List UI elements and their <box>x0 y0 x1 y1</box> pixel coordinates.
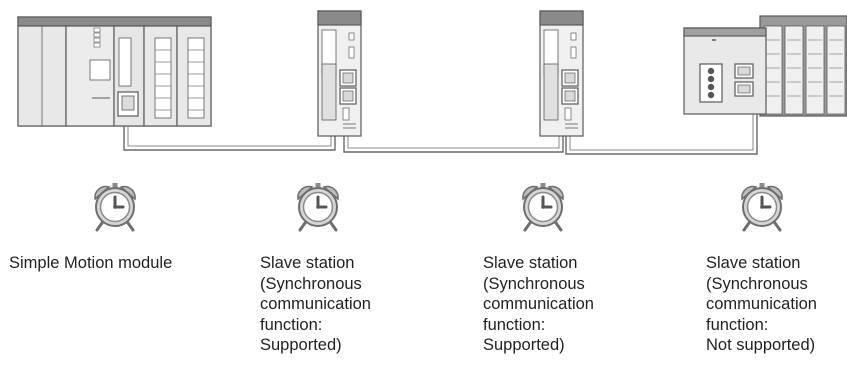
caption-line: Supported) <box>260 336 342 354</box>
caption-slave-station-2: Slave station (Synchronous communication… <box>483 253 594 356</box>
caption-line: Slave station <box>483 254 578 272</box>
alarm-clock-icon <box>521 181 565 232</box>
caption-line: Simple Motion module <box>9 254 173 272</box>
caption-line: Not supported) <box>706 336 816 354</box>
remote-io-module-icon <box>683 15 847 117</box>
caption-line: (Synchronous <box>260 274 362 293</box>
alarm-clock-icon <box>740 181 784 232</box>
caption-line: Supported) <box>483 336 565 354</box>
caption-line: communication <box>260 295 371 313</box>
caption-line: Slave station <box>706 254 801 272</box>
alarm-clock-icon <box>93 181 137 232</box>
servo-amplifier-icon <box>539 10 584 137</box>
caption-line: (Synchronous <box>483 274 585 293</box>
caption-line: Slave station <box>260 254 355 272</box>
plc-rack-icon <box>17 16 212 127</box>
caption-line: communication <box>483 295 594 313</box>
caption-line: function: <box>483 315 546 334</box>
caption-slave-station-1: Slave station (Synchronous communication… <box>260 253 371 356</box>
caption-line: communication <box>706 295 817 313</box>
caption-line: function: <box>260 315 323 334</box>
network-cables <box>123 72 758 155</box>
cpu-led-column <box>93 27 101 48</box>
caption-line: function: <box>706 315 769 334</box>
cable-2 <box>343 80 570 153</box>
cable-2-inner <box>347 76 570 149</box>
servo-amplifier-icon <box>317 10 362 137</box>
caption-slave-station-3: Slave station (Synchronous communication… <box>706 253 817 356</box>
alarm-clock-icon <box>296 181 340 232</box>
caption-line: (Synchronous <box>706 274 808 293</box>
caption-simple-motion-module: Simple Motion module <box>9 253 172 274</box>
